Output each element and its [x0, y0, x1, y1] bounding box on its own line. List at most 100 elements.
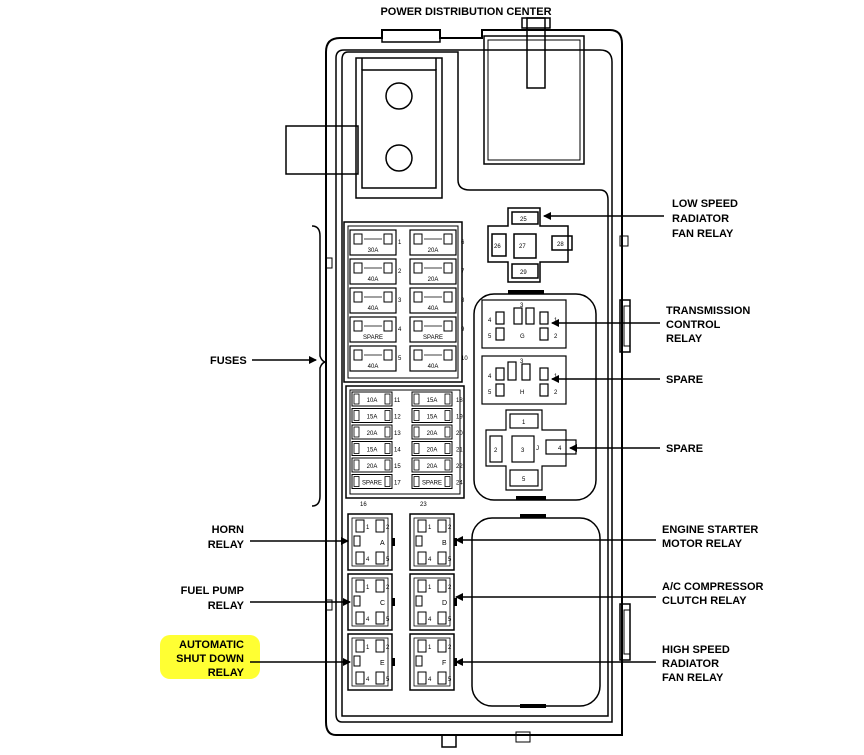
j-pin-5: 5 [522, 477, 526, 483]
maxi-fuse-rating: 40A [368, 277, 379, 283]
mini-fuse-number: 21 [456, 448, 463, 454]
maxi-fuse-right-3: 40A [409, 287, 457, 314]
relay-pin: 4 [428, 617, 432, 623]
relay-pin: 1 [428, 585, 432, 591]
maxi-fuse-number: 6 [461, 240, 465, 246]
maxi-fuse-number: 10 [461, 356, 468, 362]
maxi-fuse-left-3: 40A [349, 287, 397, 314]
svg-text:SHUT DOWN: SHUT DOWN [176, 653, 244, 665]
mini-fuse-rating: SPARE [422, 481, 442, 487]
top-tab [381, 29, 441, 43]
callout-fuel-pump: FUEL PUMP RELAY [181, 585, 245, 612]
relay-pin: 4 [366, 617, 370, 623]
svg-text:FAN RELAY: FAN RELAY [672, 228, 734, 240]
fuse-number-23: 23 [420, 502, 427, 508]
maxi-fuse-right-5: 40A [409, 345, 457, 372]
svg-text:TRANSMISSION: TRANSMISSION [666, 305, 750, 317]
relay-pin: 5 [448, 557, 452, 563]
g-pin-4: 4 [488, 318, 492, 324]
relay-pin: 2 [386, 525, 390, 531]
maxi-fuse-number: 5 [398, 356, 402, 362]
svg-text:LOW SPEED: LOW SPEED [672, 198, 738, 210]
top-slot-cap [521, 17, 551, 29]
relay-pin: 5 [386, 557, 390, 563]
relay-pin: 2 [386, 585, 390, 591]
h-pin-3: 3 [520, 359, 524, 365]
j-pin-4: 4 [558, 446, 562, 452]
mini-fuse-rating: SPARE [362, 481, 382, 487]
mini-fuse-number: 22 [456, 464, 463, 470]
mini-fuse-rating: 15A [367, 448, 378, 454]
maxi-fuse-rating: 20A [428, 277, 439, 283]
fuse-number-16: 16 [360, 502, 367, 508]
relay-pin: 1 [366, 645, 370, 651]
callout-spare-2: SPARE [666, 443, 703, 455]
relay-letter: D [442, 600, 447, 607]
diagram-title: POWER DISTRIBUTION CENTER [380, 6, 551, 18]
callout-asd: AUTOMATIC SHUT DOWN RELAY [176, 639, 244, 679]
relay-pin: 4 [366, 677, 370, 683]
relay-pin: 2 [448, 585, 452, 591]
relay-pin: 5 [448, 617, 452, 623]
maxi-fuse-right-4: SPARE [409, 316, 457, 343]
maxi-fuse-right-1: 20A [409, 229, 457, 256]
pin-28: 28 [557, 242, 564, 248]
svg-text:RELAY: RELAY [208, 539, 245, 551]
main-connector [355, 57, 443, 199]
callout-ac-compressor: A/C COMPRESSOR CLUTCH RELAY [662, 581, 764, 607]
relay-letter: B [442, 540, 447, 547]
svg-text:ENGINE STARTER: ENGINE STARTER [662, 524, 758, 536]
mini-fuse-left-5: 20A [351, 457, 393, 473]
mini-fuse-number: 20 [456, 431, 463, 437]
asd-highlight [160, 635, 260, 679]
mini-fuse-left-2: 15A [351, 408, 393, 423]
callout-engine-starter: ENGINE STARTER MOTOR RELAY [662, 524, 758, 550]
maxi-fuse-number: 3 [398, 298, 402, 304]
mini-fuse-rating: 10A [367, 398, 378, 404]
mini-fuse-right-6: SPARE [411, 474, 453, 489]
mini-fuse-right-2: 15A [411, 408, 453, 423]
mini-fuse-left-3: 20A [351, 424, 393, 440]
low-speed-relay-socket [487, 207, 573, 283]
relay-pin: 4 [366, 557, 370, 563]
relay-compartment-upper [473, 293, 597, 501]
mini-fuse-number: 11 [394, 398, 401, 404]
callout-spare-1: SPARE [666, 374, 703, 386]
j-relay-socket [485, 409, 577, 491]
mini-fuse-number: 15 [394, 464, 401, 470]
svg-text:CONTROL: CONTROL [666, 319, 721, 331]
relay-pin: 5 [448, 677, 452, 683]
mini-fuse-right-5: 20A [411, 457, 453, 473]
mini-fuse-number: 12 [394, 415, 401, 421]
maxi-fuse-rating: 40A [428, 306, 439, 312]
mini-fuse-rating: 15A [367, 415, 378, 421]
svg-text:CLUTCH RELAY: CLUTCH RELAY [662, 595, 747, 607]
relay-pin: 1 [366, 585, 370, 591]
maxi-fuse-number: 2 [398, 269, 402, 275]
h-pin-4: 4 [488, 374, 492, 380]
svg-text:HORN: HORN [212, 524, 244, 536]
maxi-fuse-rating: 40A [368, 364, 379, 370]
cable-stub [285, 125, 359, 175]
j-pin-1: 1 [522, 420, 526, 426]
callout-arrows [250, 212, 664, 666]
maxi-fuse-left-4: SPARE [349, 316, 397, 343]
svg-text:MOTOR RELAY: MOTOR RELAY [662, 538, 743, 550]
mini-fuse-rating: 20A [427, 448, 438, 454]
mini-fuse-number: 24 [456, 481, 463, 487]
j-pin-2: 2 [494, 448, 498, 454]
upper-right-box [483, 35, 585, 165]
relay-letter: A [380, 540, 385, 547]
maxi-fuse-left-2: 40A [349, 258, 397, 285]
mini-fuse-rating: 20A [427, 431, 438, 437]
svg-text:FAN RELAY: FAN RELAY [662, 672, 724, 684]
svg-text:RELAY: RELAY [208, 600, 245, 612]
g-pin-3: 3 [520, 303, 524, 309]
callout-low-speed: LOW SPEED RADIATOR FAN RELAY [672, 198, 738, 240]
maxi-fuse-number: 7 [461, 269, 465, 275]
relay-pin: 1 [366, 525, 370, 531]
maxi-fuse-right-2: 20A [409, 258, 457, 285]
